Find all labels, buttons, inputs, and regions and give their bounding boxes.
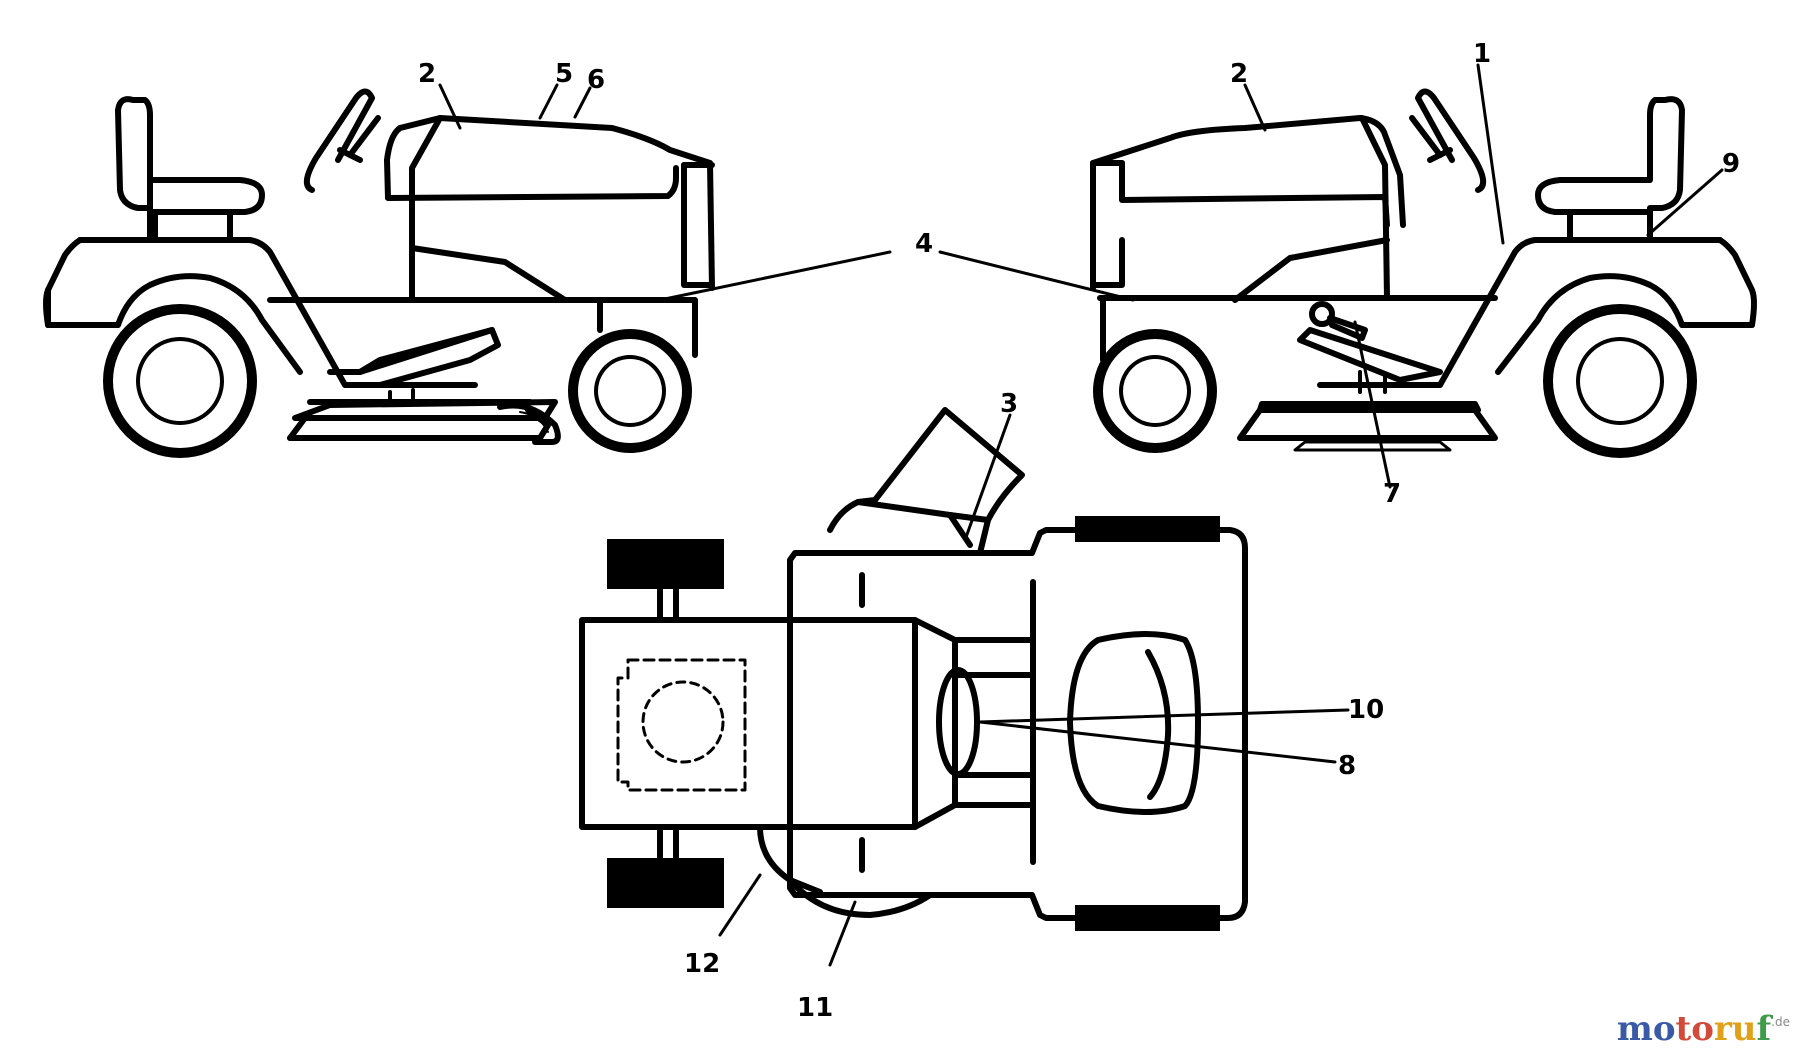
callout-2-left: 2	[418, 59, 436, 89]
callout-1: 1	[1473, 39, 1491, 69]
leader-lines	[438, 63, 1724, 967]
watermark-logo: motoruf.de	[1617, 1009, 1790, 1049]
right-tractor-side-view	[1090, 88, 1757, 458]
callout-8: 8	[1338, 751, 1356, 781]
callout-3: 3	[1000, 389, 1018, 419]
callout-12: 12	[684, 949, 720, 979]
callout-labels: 1 2 2 3 4 5 6 7 8 9 10 11 12	[418, 39, 1740, 1023]
callout-7: 7	[1383, 479, 1401, 509]
watermark-part-4: f	[1756, 1009, 1772, 1049]
callout-4: 4	[915, 229, 933, 259]
watermark-part-2: to	[1675, 1009, 1714, 1049]
callout-10: 10	[1348, 695, 1384, 725]
tractor-top-view	[579, 407, 1248, 931]
watermark-suffix: .de	[1771, 1015, 1790, 1029]
watermark-part-1: mo	[1616, 1009, 1676, 1049]
callout-2-right: 2	[1230, 59, 1248, 89]
left-tractor-side-view	[43, 88, 715, 458]
callout-5: 5	[555, 59, 573, 89]
callout-11: 11	[797, 993, 833, 1023]
callout-6: 6	[587, 65, 605, 95]
watermark-part-3: ru	[1713, 1009, 1757, 1049]
callout-9: 9	[1722, 149, 1740, 179]
